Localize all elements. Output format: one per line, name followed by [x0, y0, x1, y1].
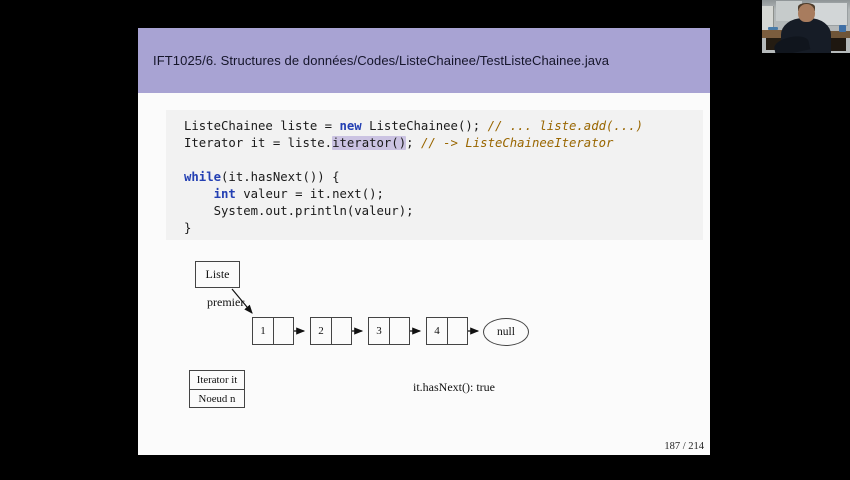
null-label: null: [497, 326, 515, 338]
code-line: }: [184, 221, 192, 235]
whiteboard-icon: [776, 1, 803, 22]
list-node: 3: [368, 317, 410, 345]
webcam-video: [762, 0, 850, 53]
code-line: int valeur = it.next();: [213, 187, 384, 201]
list-node: 4: [426, 317, 468, 345]
desk-shape: [814, 30, 850, 39]
desk-shape: [762, 29, 794, 39]
premier-label: premier: [207, 295, 245, 309]
list-node: 1: [252, 317, 294, 345]
code-line: System.out.println(valeur);: [184, 204, 414, 218]
desk-item-shape: [838, 24, 846, 32]
iterator-box: Iterator it Noeud n: [189, 370, 245, 408]
liste-box: Liste: [195, 261, 240, 288]
status-text: it.hasNext(): true: [413, 380, 495, 394]
code-block: ListeChainee liste = new ListeChainee();…: [166, 110, 703, 240]
code-line: ListeChainee liste = new ListeChainee();…: [184, 119, 644, 133]
code-line: [184, 152, 703, 169]
webcam-thumbnail[interactable]: [758, 0, 850, 57]
code-line: Iterator it = liste.iterator(); // -> Li…: [184, 136, 614, 150]
code-line: while(it.hasNext()) {: [184, 170, 340, 184]
iterator-box-row: Iterator it: [196, 374, 238, 386]
slide-title: IFT1025/6. Structures de données/Codes/L…: [153, 53, 610, 68]
liste-label: Liste: [205, 267, 230, 281]
list-node: 2: [310, 317, 352, 345]
presenter-figure: [798, 4, 815, 23]
slide-header: IFT1025/6. Structures de données/Codes/L…: [138, 28, 710, 93]
iterator-box-row: Noeud n: [190, 389, 244, 407]
presentation-slide: IFT1025/6. Structures de données/Codes/L…: [138, 28, 710, 455]
null-node: null: [483, 318, 529, 346]
page-number: 187 / 214: [664, 441, 704, 452]
desk-item-shape: [768, 26, 778, 30]
